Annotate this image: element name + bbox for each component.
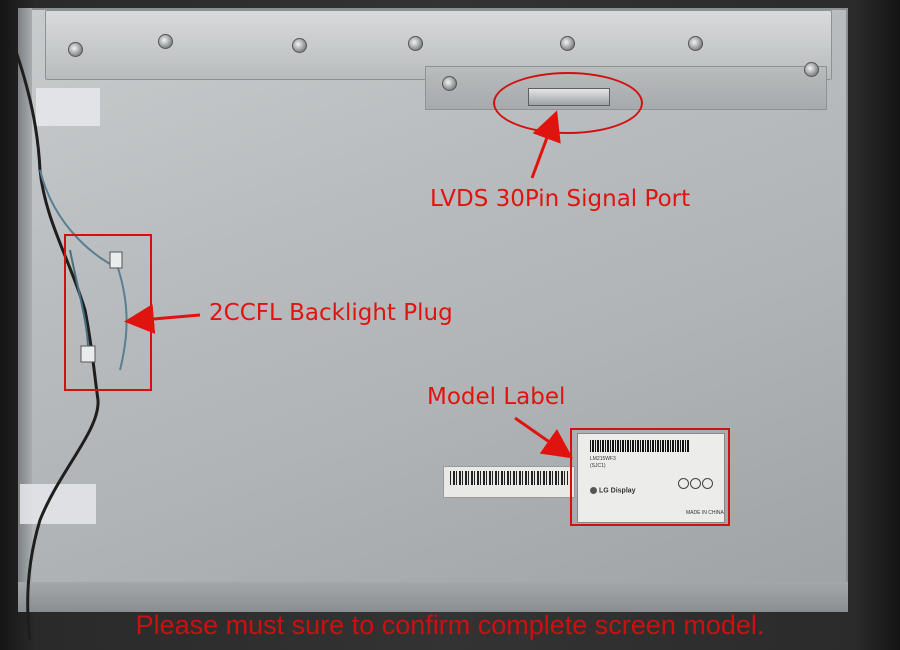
screw-icon — [292, 38, 307, 53]
cert-mark-icon — [678, 478, 689, 489]
lg-logo-icon — [590, 487, 597, 494]
screw-icon — [442, 76, 457, 91]
screw-icon — [560, 36, 575, 51]
model-label-annotation: Model Label — [427, 384, 566, 410]
panel-left-rim — [18, 8, 32, 610]
screw-icon — [68, 42, 83, 57]
label-model-sub: (SJC1) — [590, 463, 606, 469]
tape-patch — [20, 484, 96, 524]
serial-barcode — [443, 466, 575, 498]
tape-patch — [36, 88, 100, 126]
screw-icon — [688, 36, 703, 51]
model-label-sticker: LM215WF3 (SJC1) LG Display MADE IN CHINA — [577, 433, 725, 523]
label-made-in: MADE IN CHINA — [686, 510, 724, 516]
lg-display-logo: LG Display — [590, 487, 636, 494]
lvds-port-annotation: LVDS 30Pin Signal Port — [430, 186, 691, 212]
cert-mark-icon — [702, 478, 713, 489]
model-label-highlight — [570, 428, 730, 526]
screw-icon — [158, 34, 173, 49]
barcode-icon — [450, 471, 568, 485]
label-brand: LG Display — [599, 487, 636, 495]
barcode-icon — [590, 440, 690, 452]
screw-icon — [408, 36, 423, 51]
warning-caption: Please must sure to confirm complete scr… — [135, 610, 765, 640]
label-model: LM215WF3 — [590, 456, 616, 462]
backlight-plug-annotation: 2CCFL Backlight Plug — [209, 300, 453, 326]
cert-mark-icon — [690, 478, 701, 489]
panel-bottom-rim — [18, 582, 848, 612]
screw-icon — [804, 62, 819, 77]
lvds-port-highlight — [493, 72, 643, 134]
